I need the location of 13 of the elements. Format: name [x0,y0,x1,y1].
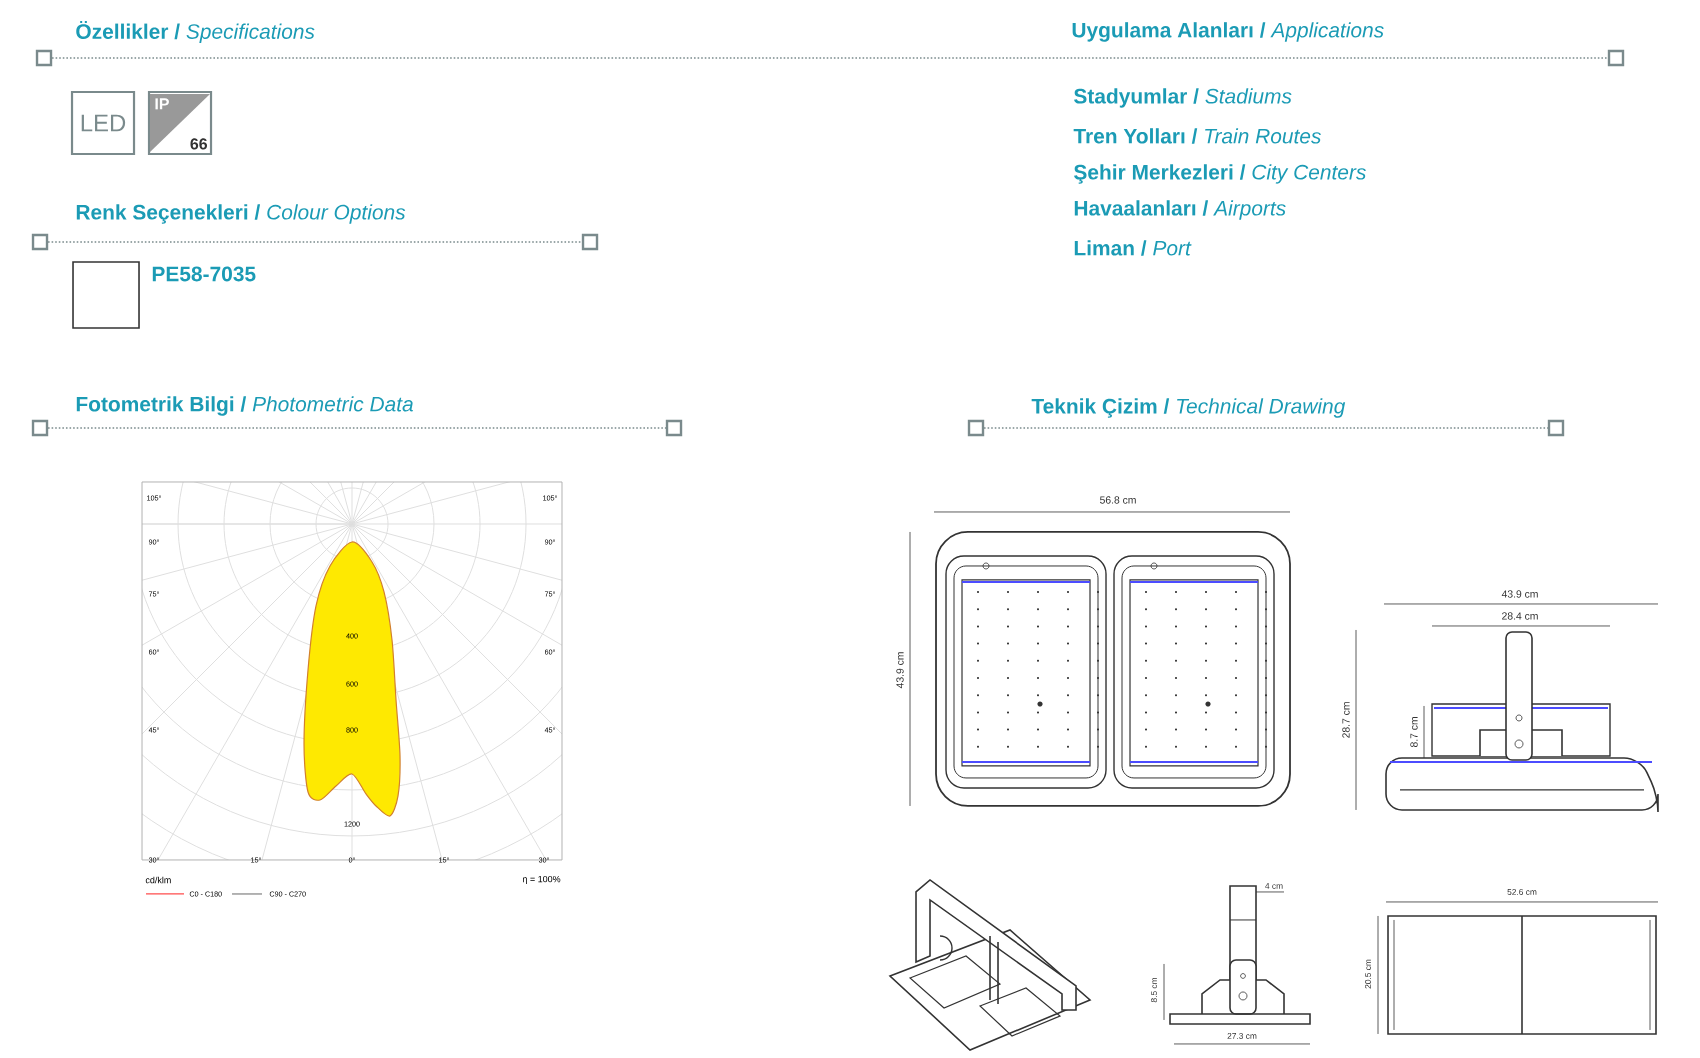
application-item: Şehir Merkezleri / City Centers [1074,164,1366,184]
section-heading: Renk Seçenekleri / Colour Options [76,204,406,224]
section-heading: Teknik Çizim / Technical Drawing [1031,398,1346,418]
application-item: Tren Yolları / Train Routes [1073,128,1321,144]
led-badge: LED [70,90,136,156]
application-item: Liman / Port [1074,240,1192,256]
section-heading: Fotometrik Bilgi / Photometric Data [76,396,413,416]
colour-swatch [72,261,140,329]
section-heading: Uygulama Alanları / Applications [1072,22,1384,42]
colour-code: PE58-7035 [152,266,256,282]
section-heading: Özellikler / Specifications [76,20,315,44]
application-item: Stadyumlar / Stadiums [1074,88,1292,108]
application-item: Havaalanları / Airports [1074,200,1286,220]
